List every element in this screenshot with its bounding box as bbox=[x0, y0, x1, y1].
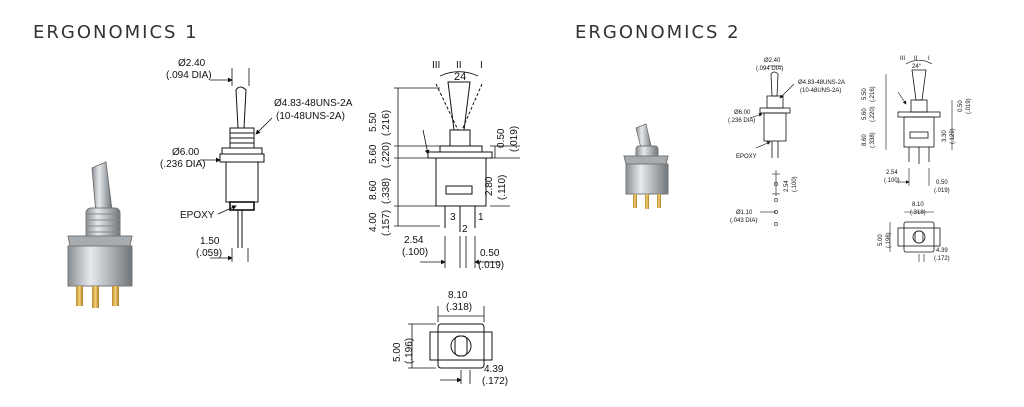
housing-width-inch-label: (.318) bbox=[910, 210, 926, 216]
epoxy-label: EPOXY bbox=[736, 154, 757, 160]
position-i-label: I bbox=[928, 56, 930, 62]
hole-diameter-label: Ø1.10 bbox=[736, 210, 753, 216]
bushing-height-label: 5.60 bbox=[862, 108, 868, 120]
side-view-drawing bbox=[759, 71, 791, 158]
body-offset-inch-label: (.129) bbox=[950, 128, 956, 144]
position-ii-label: II bbox=[914, 56, 918, 62]
housing-width-label: 8.10 bbox=[912, 202, 924, 208]
lever-height-label: 5.50 bbox=[862, 88, 868, 100]
front-view-drawing bbox=[427, 81, 493, 232]
washer-thickness-inch-label: (.019) bbox=[966, 98, 972, 114]
bushing-diameter-inch-label: (.236 DIA) bbox=[728, 118, 755, 124]
bushing-height-inch-label: (.220) bbox=[870, 106, 876, 122]
thread-label: Ø4.83-48UNS-2A bbox=[798, 80, 845, 86]
stem-diameter-inch-label: (.094 DIA) bbox=[166, 70, 212, 81]
lever-height-inch-label: (.216) bbox=[870, 86, 876, 102]
position-i-label: I bbox=[480, 60, 483, 71]
pin-thickness-inch-label: (.019) bbox=[934, 188, 950, 194]
housing-depth-inch-label: (.196) bbox=[404, 338, 415, 364]
pin-thickness-label: 0.50 bbox=[480, 248, 500, 259]
pin-width-inch-label: (.059) bbox=[196, 248, 222, 259]
body-offset-inch-label: (.110) bbox=[497, 175, 508, 200]
epoxy-label: EPOXY bbox=[180, 210, 215, 221]
terminal-2-label: 2 bbox=[462, 224, 468, 235]
body-height-label: 8.60 bbox=[368, 180, 379, 200]
bushing-diameter-label: Ø6.00 bbox=[172, 147, 200, 158]
pin-width-label: 1.50 bbox=[200, 236, 220, 247]
terminal-1-label: 1 bbox=[478, 212, 484, 223]
housing-depth-inch-label: (.196) bbox=[886, 232, 892, 248]
ergonomics-2-panel: ERGONOMICS 2 bbox=[560, 0, 1024, 407]
bushing-height-inch-label: (.220) bbox=[381, 142, 392, 168]
angle-label: 24 bbox=[454, 71, 466, 83]
body-offset-label: 2.80 bbox=[484, 176, 495, 196]
thread-inch-label: (10-48UNS-2A) bbox=[276, 111, 345, 122]
panel-title: ERGONOMICS 2 bbox=[575, 22, 741, 43]
body-height-label: 8.60 bbox=[862, 134, 868, 146]
lever-height-inch-label: (.216) bbox=[381, 110, 392, 136]
pin-thickness-inch-label: (.019) bbox=[478, 260, 504, 271]
body-height-inch-label: (.338) bbox=[870, 132, 876, 148]
position-iii-label: III bbox=[432, 60, 440, 71]
pin-pitch-vertical-inch-label: (.100) bbox=[792, 176, 798, 192]
bushing-height-label: 5.60 bbox=[368, 144, 379, 164]
angle-label: 24° bbox=[912, 64, 922, 70]
pin-pitch-inch-label: (.100) bbox=[402, 247, 428, 258]
stem-diameter-label: Ø2.40 bbox=[764, 58, 781, 64]
center-offset-label: 4.39 bbox=[484, 364, 504, 375]
pin-holes bbox=[774, 182, 778, 226]
top-view-drawing bbox=[429, 323, 493, 369]
toggle-switch-photo bbox=[67, 161, 133, 308]
pin-pitch-vertical-label: 2.54 bbox=[784, 180, 790, 192]
pin-thickness-label: 0.50 bbox=[936, 180, 948, 186]
body-height-inch-label: (.338) bbox=[381, 178, 392, 204]
ergonomics-1-figure: Ø2.40 (.094 DIA) Ø4.83-48UNS-2A (10-48UN… bbox=[67, 58, 520, 387]
pin-pitch-inch-label: (.100) bbox=[884, 178, 900, 184]
bushing-diameter-inch-label: (.236 DIA) bbox=[160, 159, 206, 170]
ergonomics-2-figure: Ø2.40 (.094 DIA) Ø4.83-48UNS-2A (10-48UN… bbox=[623, 56, 972, 262]
housing-depth-label: 5.00 bbox=[878, 234, 884, 246]
top-view-drawing bbox=[897, 221, 941, 253]
panel-title: ERGONOMICS 1 bbox=[33, 22, 199, 43]
bushing-diameter-label: Ø6.00 bbox=[734, 110, 751, 116]
hole-diameter-inch-label: (.043 DIA) bbox=[730, 218, 757, 224]
pin-pitch-label: 2.54 bbox=[886, 170, 898, 176]
terminal-3-label: 3 bbox=[450, 212, 456, 223]
lever-height-label: 5.50 bbox=[368, 112, 379, 132]
washer-thickness-inch-label: (.019) bbox=[509, 126, 520, 152]
position-iii-label: III bbox=[900, 56, 905, 62]
washer-thickness-label: 0.50 bbox=[958, 100, 964, 112]
toggle-switch-photo bbox=[623, 123, 669, 209]
washer-thickness-label: 0.50 bbox=[496, 128, 507, 148]
thread-inch-label: (10-48UNS-2A) bbox=[800, 88, 841, 94]
side-view-drawing bbox=[219, 86, 265, 248]
pin-pitch-label: 2.54 bbox=[404, 235, 424, 246]
pin-length-inch-label: (.157) bbox=[381, 210, 392, 236]
housing-width-label: 8.10 bbox=[448, 290, 468, 301]
thread-label: Ø4.83-48UNS-2A bbox=[274, 98, 353, 109]
pin-length-label: 4.00 bbox=[368, 212, 379, 232]
body-offset-label: 3.30 bbox=[942, 130, 948, 142]
front-view-drawing bbox=[897, 69, 941, 164]
center-offset-inch-label: (.172) bbox=[934, 256, 950, 262]
housing-depth-label: 5.00 bbox=[392, 342, 403, 362]
center-offset-label: 4.39 bbox=[936, 248, 948, 254]
position-ii-label: II bbox=[456, 60, 462, 71]
stem-diameter-label: Ø2.40 bbox=[178, 58, 206, 69]
center-offset-inch-label: (.172) bbox=[482, 376, 508, 387]
ergonomics-1-panel: ERGONOMICS 1 bbox=[33, 22, 520, 387]
housing-width-inch-label: (.318) bbox=[446, 302, 472, 313]
stem-diameter-inch-label: (.094 DIA) bbox=[756, 66, 783, 72]
